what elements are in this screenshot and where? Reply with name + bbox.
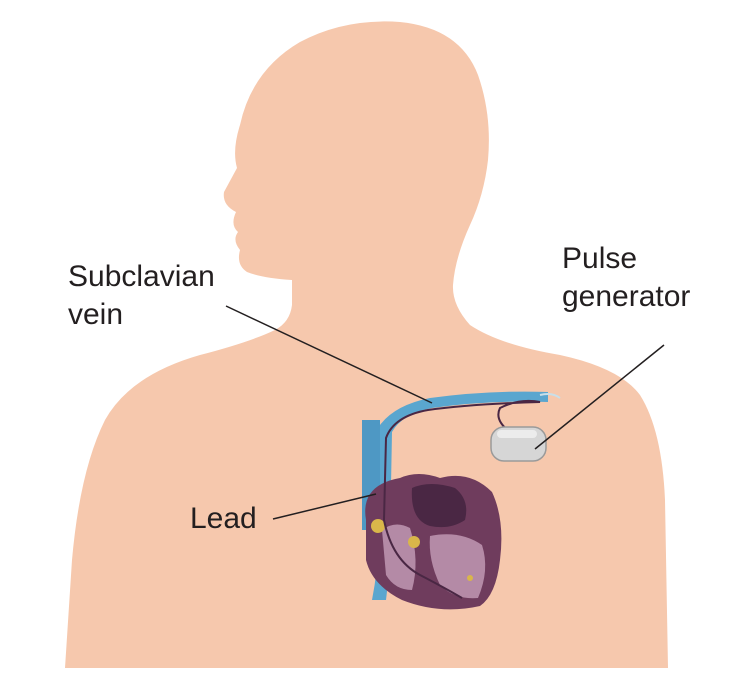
pulse-generator-label-line2: generator [562,280,691,313]
pacemaker-lead [382,399,541,599]
pulse-generator-leader-line [534,344,665,450]
lead-label-text: Lead [190,502,257,535]
torso-silhouette [65,21,668,668]
heart-cross-section-icon [365,474,502,610]
subclavian-leader-line [225,305,433,404]
pulse-generator-label-line1: Pulse [562,242,638,275]
lead-wire-light [539,393,561,399]
subclavian-label-line2: vein [68,298,124,331]
subclavian-label-line1: Subclavian [68,260,215,293]
pulse-generator-label: Pulse generator [562,240,690,316]
pacemaker-device-icon [490,426,547,462]
subclavian-label: Subclavian vein [68,258,215,334]
lead-label: Lead [190,500,257,538]
lead-leader-line [272,493,377,520]
